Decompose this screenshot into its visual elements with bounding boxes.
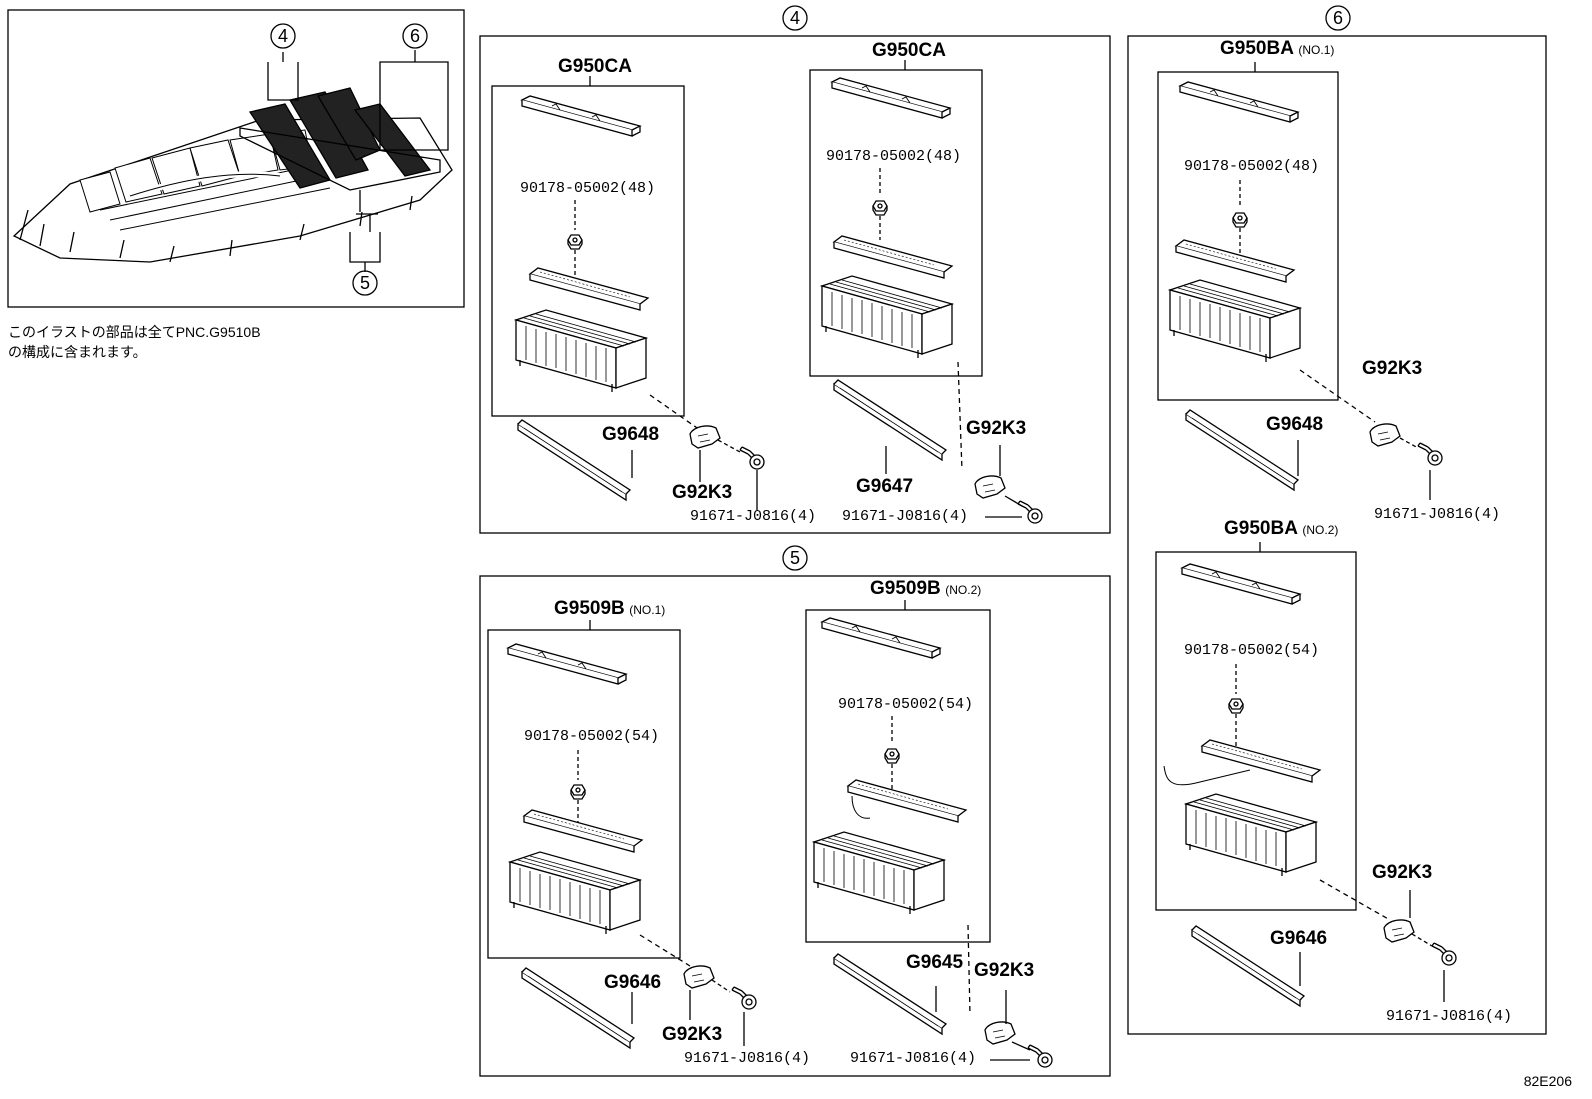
label-bracket-5b: G92K3 <box>974 960 1035 981</box>
label-sub-5b: (NO.2) <box>945 583 982 597</box>
group-6a-box <box>1157 71 1339 401</box>
callout-4-number: 4 <box>278 26 288 46</box>
inclusion-note: このイラストの部品は全てPNC.G9510B の構成に含まれます。 <box>8 324 261 360</box>
group-6-frame <box>1127 35 1547 1035</box>
group-4-number: 4 <box>790 8 800 28</box>
group-6b-box <box>1155 551 1357 911</box>
callout-4-circle <box>270 23 296 49</box>
label-nut-5b: 90178-05002(54) <box>838 696 974 713</box>
group-5-frame <box>479 575 1111 1077</box>
label-assy-4a: G950CA <box>558 56 632 77</box>
label-sub-6a: (NO.1) <box>1298 43 1335 57</box>
label-assy-6a-wrap: G950BA (NO.1) <box>1220 38 1334 60</box>
label-bolt-5b: 91671-J0816(4) <box>850 1050 977 1067</box>
callout-6-circle <box>402 23 428 49</box>
label-bracket-4b: G92K3 <box>966 418 1027 439</box>
label-assy-5a-wrap: G9509B (NO.1) <box>554 598 665 620</box>
group-6-circle <box>1325 5 1351 31</box>
label-cover-5a: G9646 <box>604 972 662 993</box>
callout-6-number: 6 <box>410 26 420 46</box>
label-cover-6a: G9648 <box>1266 414 1324 435</box>
label-assy-5b: G9509B <box>870 578 941 599</box>
label-nut-5a: 90178-05002(54) <box>524 728 660 745</box>
battery-pack-overview <box>12 50 453 272</box>
label-bracket-4a: G92K3 <box>672 482 733 503</box>
label-assy-6b-wrap: G950BA (NO.2) <box>1224 518 1338 540</box>
callout-5-circle <box>352 270 378 296</box>
label-bolt-6b: 91671-J0816(4) <box>1386 1008 1513 1025</box>
label-assy-6a: G950BA <box>1220 38 1294 59</box>
group-6-number: 6 <box>1333 8 1343 28</box>
label-bracket-6a: G92K3 <box>1362 358 1423 379</box>
group-4a-box <box>491 85 685 417</box>
group-4b-box <box>809 69 983 377</box>
label-bracket-6b: G92K3 <box>1372 862 1433 883</box>
group-5-circle <box>782 545 808 571</box>
callout-5-number: 5 <box>360 273 370 293</box>
label-assy-5a: G9509B <box>554 598 625 619</box>
label-sub-5a: (NO.1) <box>629 603 666 617</box>
label-nut-4a: 90178-05002(48) <box>520 180 656 197</box>
group-5-number: 5 <box>790 548 800 568</box>
label-bracket-5a: G92K3 <box>662 1024 723 1045</box>
label-bolt-4a: 91671-J0816(4) <box>690 508 817 525</box>
label-nut-4b: 90178-05002(48) <box>826 148 962 165</box>
label-bolt-4b: 91671-J0816(4) <box>842 508 969 525</box>
label-bolt-5a: 91671-J0816(4) <box>684 1050 811 1067</box>
group-4-frame <box>479 35 1111 534</box>
label-nut-6b: 90178-05002(54) <box>1184 642 1320 659</box>
group-5b-box <box>805 609 991 943</box>
overview-panel <box>7 9 465 308</box>
figure-code: 82E206 <box>1523 1073 1572 1089</box>
label-bolt-6a: 91671-J0816(4) <box>1374 506 1501 523</box>
label-assy-5b-wrap: G9509B (NO.2) <box>870 578 981 600</box>
label-cover-4a: G9648 <box>602 424 660 445</box>
label-assy-6b: G950BA <box>1224 518 1298 539</box>
label-sub-6b: (NO.2) <box>1302 523 1339 537</box>
label-cover-4b: G9647 <box>856 476 914 497</box>
group-4-circle <box>782 5 808 31</box>
group-5a-box <box>487 629 681 959</box>
label-nut-6a: 90178-05002(48) <box>1184 158 1320 175</box>
label-cover-5b: G9645 <box>906 952 964 973</box>
label-assy-4b: G950CA <box>872 40 946 61</box>
label-cover-6b: G9646 <box>1270 928 1328 949</box>
